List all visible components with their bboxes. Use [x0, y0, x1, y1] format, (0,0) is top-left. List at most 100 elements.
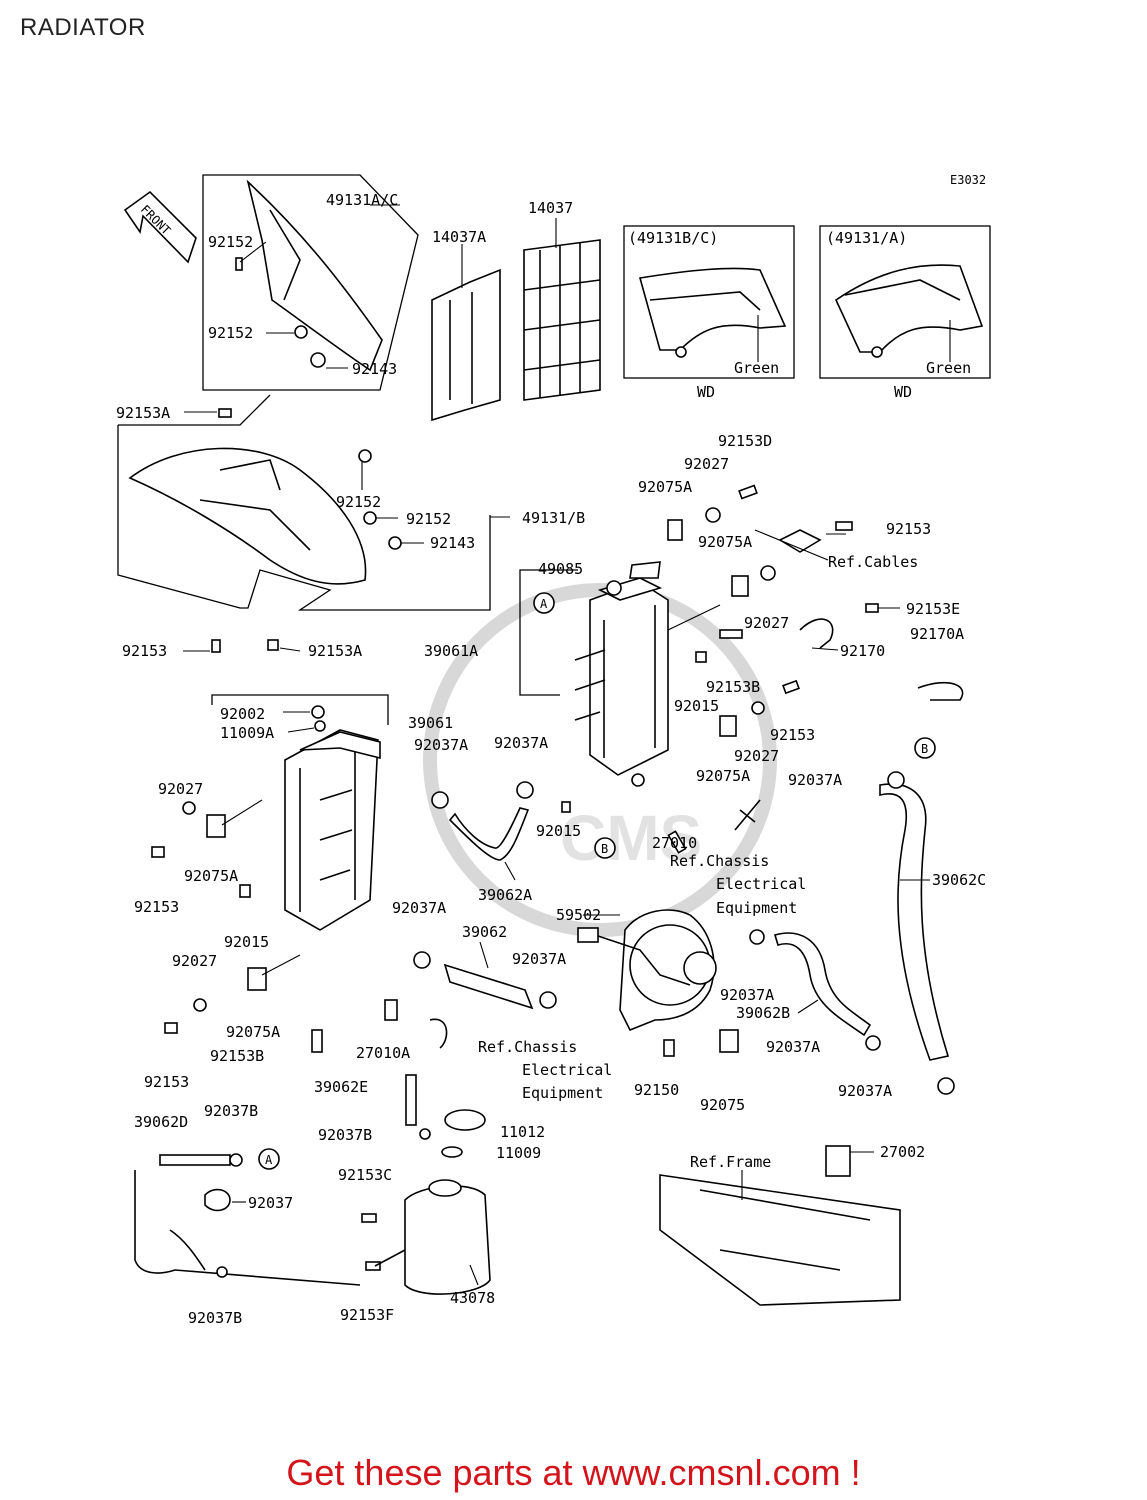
label-92153d: 92153D: [718, 432, 772, 450]
label-ref-chassis-1: Ref.Chassis: [670, 852, 769, 870]
svg-text:B: B: [921, 742, 928, 756]
label-ref-cables: Ref.Cables: [828, 553, 918, 571]
shroud-lower-group: [117, 394, 510, 653]
label-27010: 27010: [652, 834, 697, 852]
radiator-right: [519, 569, 721, 787]
label-92037a-d: 92037A: [392, 899, 446, 917]
label-59502: 59502: [556, 906, 601, 924]
cap-92002-icon: [311, 705, 325, 719]
label-92153b-b: 92153B: [210, 1047, 264, 1065]
label-92153b-a: 92153B: [706, 678, 760, 696]
label-14037: 14037: [528, 199, 573, 217]
callout-b-2: B: [594, 837, 616, 859]
label-39061: 39061: [408, 714, 453, 732]
frame-section: [659, 1145, 901, 1306]
label-92153a-a: 92153A: [116, 404, 170, 422]
label-92037a-e: 92037A: [512, 950, 566, 968]
label-92075: 92075: [700, 1096, 745, 1114]
hose-39062: [413, 941, 557, 1010]
fasteners-left: [151, 799, 448, 1053]
bolt-92153-icon: [211, 639, 221, 653]
variant-box-49131a: [819, 225, 991, 379]
label-wd-2: WD: [894, 383, 912, 401]
label-92037a-h: 92037A: [838, 1082, 892, 1100]
label-equipment-1: Equipment: [716, 899, 797, 917]
label-11009: 11009: [496, 1144, 541, 1162]
clip-92152-icon: [235, 257, 243, 271]
label-green-1: Green: [734, 359, 779, 377]
label-92075a-a: 92075A: [638, 478, 692, 496]
label-green-2: Green: [926, 359, 971, 377]
label-92037b-a: 92037B: [204, 1102, 258, 1120]
label-ref-chassis-2: Ref.Chassis: [478, 1038, 577, 1056]
label-92015-a: 92015: [674, 697, 719, 715]
label-92170a: 92170A: [910, 625, 964, 643]
radiator-left: [211, 694, 389, 931]
label-92002: 92002: [220, 705, 265, 723]
label-92015-b: 92015: [536, 822, 581, 840]
callout-b-1: B: [914, 737, 936, 759]
footer-cta-link[interactable]: Get these parts at www.cmsnl.com !: [286, 1452, 861, 1493]
label-electrical-2: Electrical: [522, 1061, 612, 1079]
label-92153f: 92153F: [340, 1306, 394, 1324]
label-92152-d: 92152: [406, 510, 451, 528]
shroud-upper-group: [202, 174, 419, 391]
nut-92152-c-icon: [358, 449, 372, 463]
label-92153c: 92153C: [338, 1166, 392, 1184]
label-92037b-c: 92037B: [188, 1309, 242, 1327]
label-14037a: 14037A: [432, 228, 486, 246]
label-92037a-c: 92037A: [788, 771, 842, 789]
misc-parts: [405, 799, 761, 1158]
callout-a-1: A: [533, 592, 555, 614]
diagram-code: E3032: [950, 173, 986, 187]
label-39062c: 39062C: [932, 871, 986, 889]
label-49131-b: 49131/B: [522, 509, 585, 527]
fan-59502: [577, 909, 717, 1032]
label-equipment-2: Equipment: [522, 1084, 603, 1102]
label-92027-a: 92027: [684, 455, 729, 473]
label-39062e: 39062E: [314, 1078, 368, 1096]
label-49131b-c: (49131B/C): [628, 229, 718, 247]
bolt-92153a-icon: [218, 408, 232, 418]
label-49085: 49085: [538, 560, 583, 578]
overflow-tube: [134, 1153, 361, 1286]
label-92075a-c: 92075A: [696, 767, 750, 785]
label-92143-a: 92143: [352, 360, 397, 378]
label-92027-b: 92027: [744, 614, 789, 632]
label-92153e: 92153E: [906, 600, 960, 618]
label-wd-1: WD: [697, 383, 715, 401]
label-92152-c: 92152: [336, 493, 381, 511]
hose-39062b: [749, 929, 881, 1051]
fasteners-right: [629, 484, 964, 737]
label-39062a: 39062A: [478, 886, 532, 904]
svg-text:B: B: [601, 842, 608, 856]
label-92153-e: 92153: [144, 1073, 189, 1091]
variant-box-49131bc: [623, 225, 795, 379]
label-92037a-f: 92037A: [720, 986, 774, 1004]
label-92170: 92170: [840, 642, 885, 660]
label-92037a-a: 92037A: [414, 736, 468, 754]
label-92152-b: 92152: [208, 324, 253, 342]
label-39061a: 39061A: [424, 642, 478, 660]
parts-diagram: CMS E3032 FRONT: [116, 173, 991, 1327]
bolt-92153a-b-icon: [267, 639, 279, 651]
label-92153-a: 92153: [122, 642, 167, 660]
label-electrical-1: Electrical: [716, 875, 806, 893]
label-92153-c: 92153: [770, 726, 815, 744]
svg-text:A: A: [265, 1153, 273, 1167]
label-92075a-d: 92075A: [184, 867, 238, 885]
label-39062d: 39062D: [134, 1113, 188, 1131]
label-43078: 43078: [450, 1289, 495, 1307]
label-92152-a: 92152: [208, 233, 253, 251]
label-92037a-g: 92037A: [766, 1038, 820, 1056]
label-92037: 92037: [248, 1194, 293, 1212]
hose-39062c: [879, 771, 955, 1095]
label-92037b-b: 92037B: [318, 1126, 372, 1144]
label-11012: 11012: [500, 1123, 545, 1141]
label-92150: 92150: [634, 1081, 679, 1099]
label-92153-d: 92153: [134, 898, 179, 916]
reservoir-43078: [361, 1179, 491, 1295]
callout-a-2: A: [258, 1148, 280, 1170]
page-title: RADIATOR: [20, 14, 146, 41]
label-39062b: 39062B: [736, 1004, 790, 1022]
